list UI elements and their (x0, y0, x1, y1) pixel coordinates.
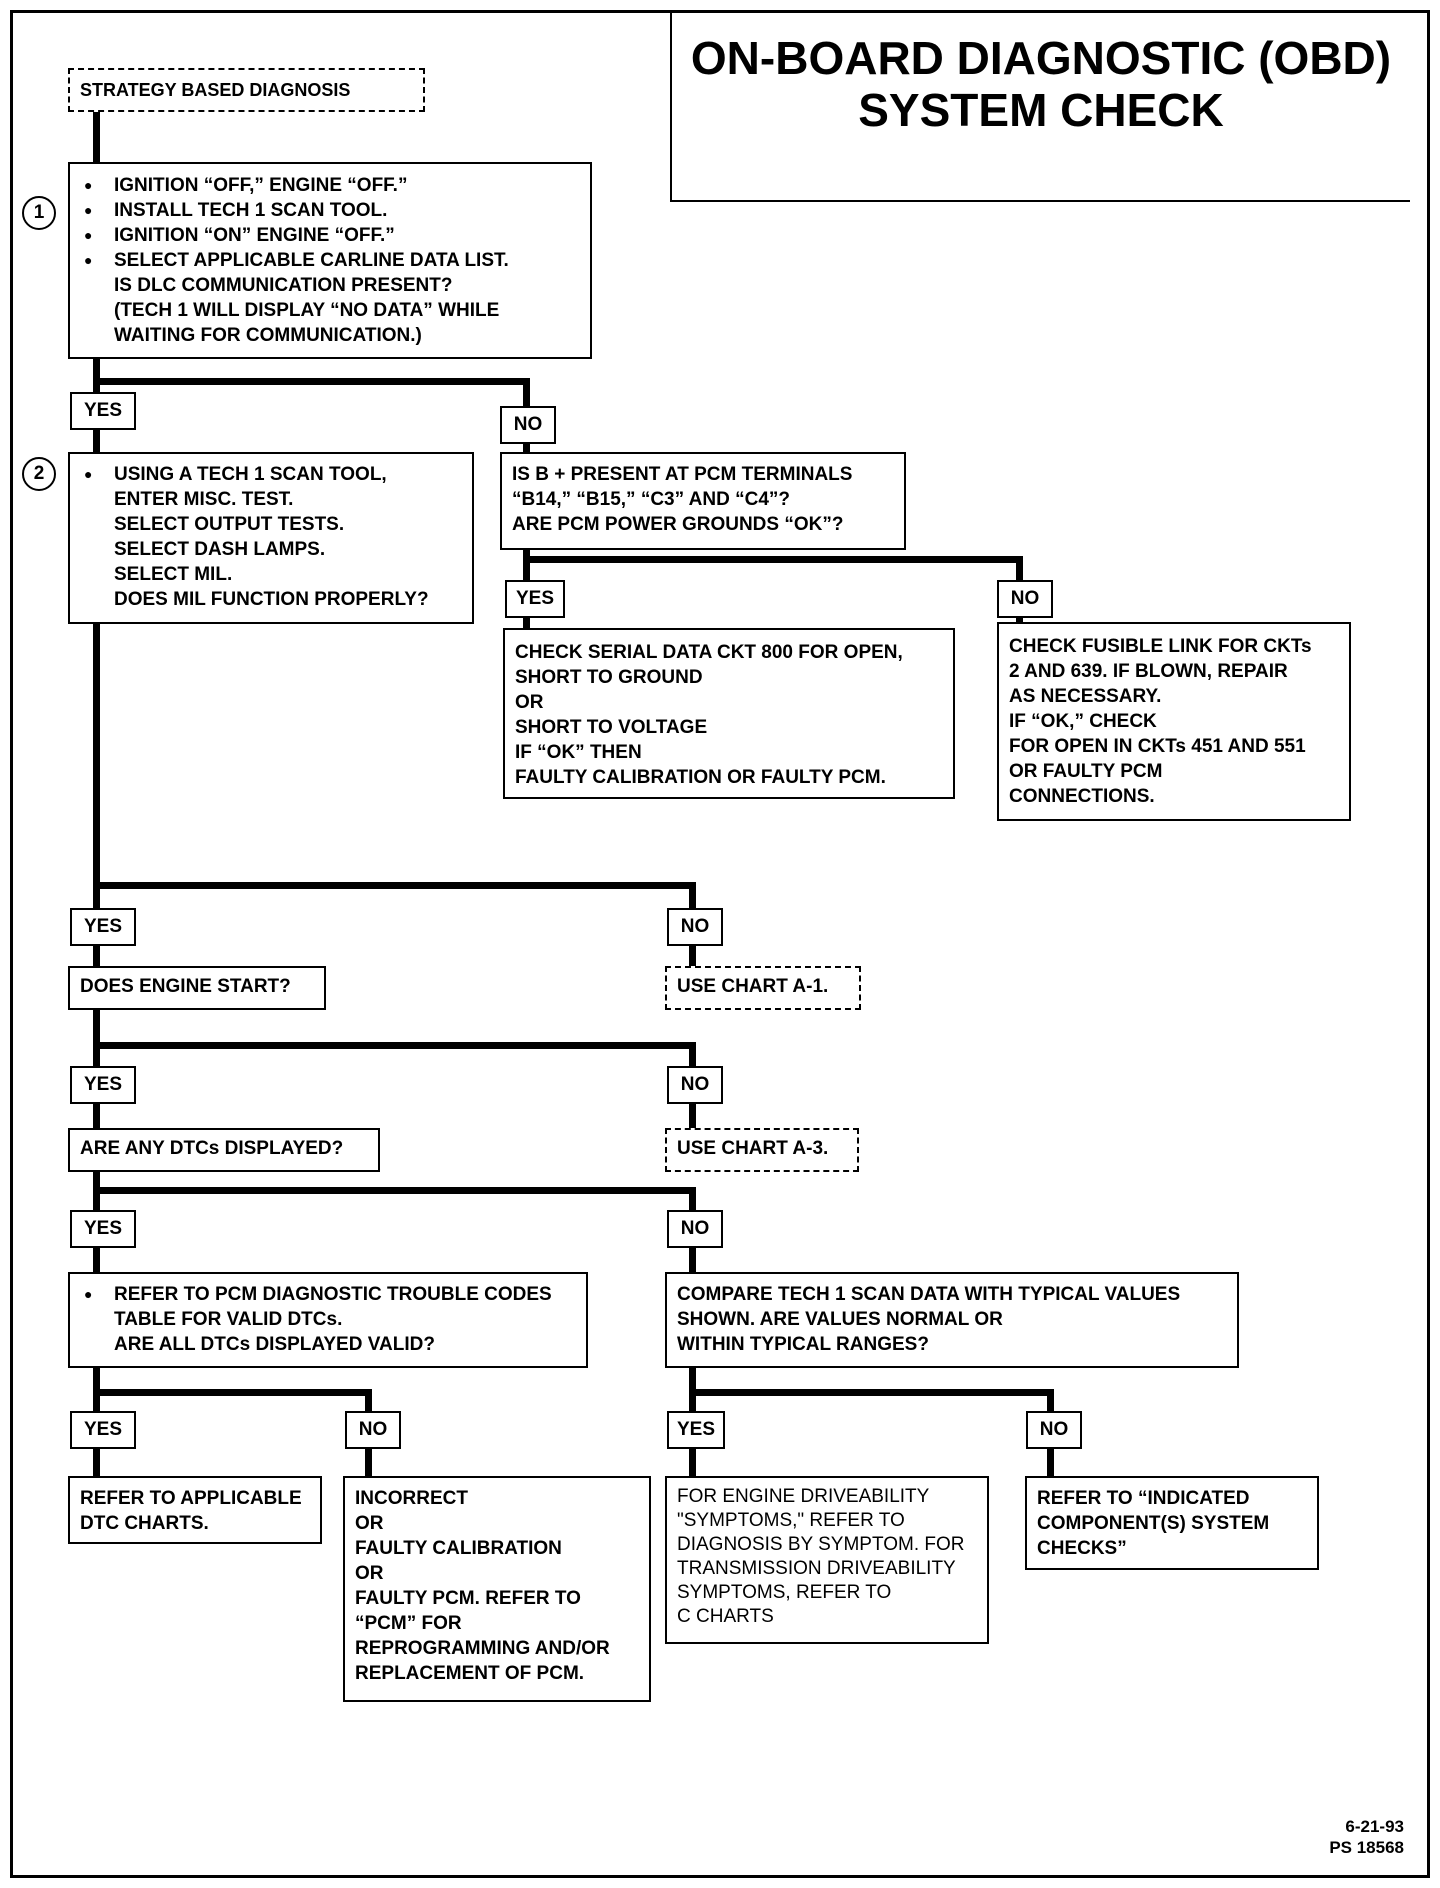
check-fusible-link-box: CHECK FUSIBLE LINK FOR CKTs 2 AND 639. I… (997, 622, 1351, 821)
footer-ref: PS 18568 (1329, 1838, 1404, 1857)
step-2-line: DOES MIL FUNCTION PROPERLY? (114, 589, 429, 610)
yes-label: YES (505, 580, 565, 618)
connector (523, 378, 530, 408)
step-2-box: USING A TECH 1 SCAN TOOL, ENTER MISC. TE… (68, 452, 474, 624)
title-line-1: ON-BOARD DIAGNOSTIC (OBD) (690, 32, 1392, 84)
step-1-box: IGNITION “OFF,” ENGINE “OFF.” INSTALL TE… (68, 162, 592, 359)
no-label: NO (667, 1210, 723, 1248)
connector (689, 1448, 696, 1479)
step-1-line: IS DLC COMMUNICATION PRESENT? (114, 275, 453, 296)
connector (523, 556, 1023, 563)
step-2-marker: 2 (22, 457, 56, 491)
footer-code: 6-21-93 PS 18568 (1329, 1816, 1404, 1858)
connector (689, 1103, 696, 1131)
connector (1047, 1448, 1054, 1479)
yes-label: YES (70, 908, 136, 946)
no-label: NO (997, 580, 1053, 618)
connector (93, 882, 696, 889)
no-label: NO (345, 1411, 401, 1449)
yes-label: YES (70, 1066, 136, 1104)
step-2-line: ENTER MISC. TEST. (114, 489, 294, 510)
no-label: NO (667, 1066, 723, 1104)
step-2-bullet: USING A TECH 1 SCAN TOOL, (80, 462, 462, 487)
no-label: NO (500, 406, 556, 444)
no-label: NO (667, 908, 723, 946)
step-1-bullet: IGNITION “OFF,” ENGINE “OFF.” (80, 173, 580, 198)
refer-pcm-dtc-table-box: REFER TO PCM DIAGNOSTIC TROUBLE CODES TA… (68, 1272, 588, 1368)
b-plus-box: IS B + PRESENT AT PCM TERMINALS “B14,” “… (500, 452, 906, 550)
connector (689, 945, 696, 969)
connector (93, 1247, 100, 1275)
connector (1047, 1389, 1054, 1414)
connector (689, 1247, 696, 1275)
check-serial-data-box: CHECK SERIAL DATA CKT 800 FOR OPEN, SHOR… (503, 628, 955, 799)
connector (93, 1007, 100, 1069)
use-chart-a1-box: USE CHART A-1. (665, 966, 861, 1010)
step-1-line: (TECH 1 WILL DISPLAY “NO DATA” WHILE (114, 300, 500, 321)
connector (1016, 556, 1023, 583)
connector (365, 1389, 372, 1414)
step-1-marker: 1 (22, 196, 56, 230)
refer-applicable-dtc-charts-box: REFER TO APPLICABLE DTC CHARTS. (68, 1476, 322, 1544)
use-chart-a3-box: USE CHART A-3. (665, 1128, 859, 1172)
connector (93, 355, 100, 395)
connector (93, 945, 100, 969)
step-2-line: SELECT DASH LAMPS. (114, 539, 326, 560)
yes-label: YES (70, 392, 136, 430)
title-line-2: SYSTEM CHECK (858, 84, 1224, 136)
connector (689, 1187, 696, 1213)
does-engine-start-box: DOES ENGINE START? (68, 966, 326, 1010)
connector (93, 1103, 100, 1131)
step-1-bullet: INSTALL TECH 1 SCAN TOOL. (80, 198, 580, 223)
title-box: ON-BOARD DIAGNOSTIC (OBD) SYSTEM CHECK (670, 10, 1410, 202)
compare-scan-data-box: COMPARE TECH 1 SCAN DATA WITH TYPICAL VA… (665, 1272, 1239, 1368)
connector (1016, 617, 1023, 625)
connector (93, 430, 100, 454)
connector (365, 1448, 372, 1479)
any-dtcs-displayed-box: ARE ANY DTCs DISPLAYED? (68, 1128, 380, 1172)
connector (523, 617, 530, 631)
step-1-line: WAITING FOR COMMUNICATION.) (114, 325, 422, 346)
yes-label: YES (667, 1411, 725, 1449)
connector (93, 108, 100, 166)
driveability-symptoms-box: FOR ENGINE DRIVEABILITY "SYMPTOMS," REFE… (665, 1476, 989, 1644)
connector (689, 1389, 1054, 1396)
connector (93, 622, 100, 911)
strategy-based-diagnosis-text: STRATEGY BASED DIAGNOSIS (80, 80, 351, 100)
step-1-bullet: IGNITION “ON” ENGINE “OFF.” (80, 223, 580, 248)
connector (523, 442, 530, 454)
page-title: ON-BOARD DIAGNOSTIC (OBD) SYSTEM CHECK (672, 32, 1410, 136)
connector (93, 1187, 696, 1194)
strategy-based-diagnosis-box: STRATEGY BASED DIAGNOSIS (68, 68, 425, 112)
yes-label: YES (70, 1210, 136, 1248)
connector (93, 1389, 372, 1396)
connector (689, 1042, 696, 1069)
footer-date: 6-21-93 (1345, 1817, 1404, 1836)
connector (689, 882, 696, 911)
yes-label: YES (70, 1411, 136, 1449)
connector (523, 548, 530, 583)
step-1-bullet: SELECT APPLICABLE CARLINE DATA LIST. (80, 248, 580, 273)
step-2-line: SELECT MIL. (114, 564, 233, 585)
indicated-component-checks-box: REFER TO “INDICATED COMPONENT(S) SYSTEM … (1025, 1476, 1319, 1570)
diagram-frame (10, 10, 1430, 1878)
connector (93, 1448, 100, 1479)
step-2-line: SELECT OUTPUT TESTS. (114, 514, 345, 535)
connector (93, 1042, 696, 1049)
connector (93, 378, 530, 385)
no-label: NO (1026, 1411, 1082, 1449)
incorrect-calibration-box: INCORRECT OR FAULTY CALIBRATION OR FAULT… (343, 1476, 651, 1702)
